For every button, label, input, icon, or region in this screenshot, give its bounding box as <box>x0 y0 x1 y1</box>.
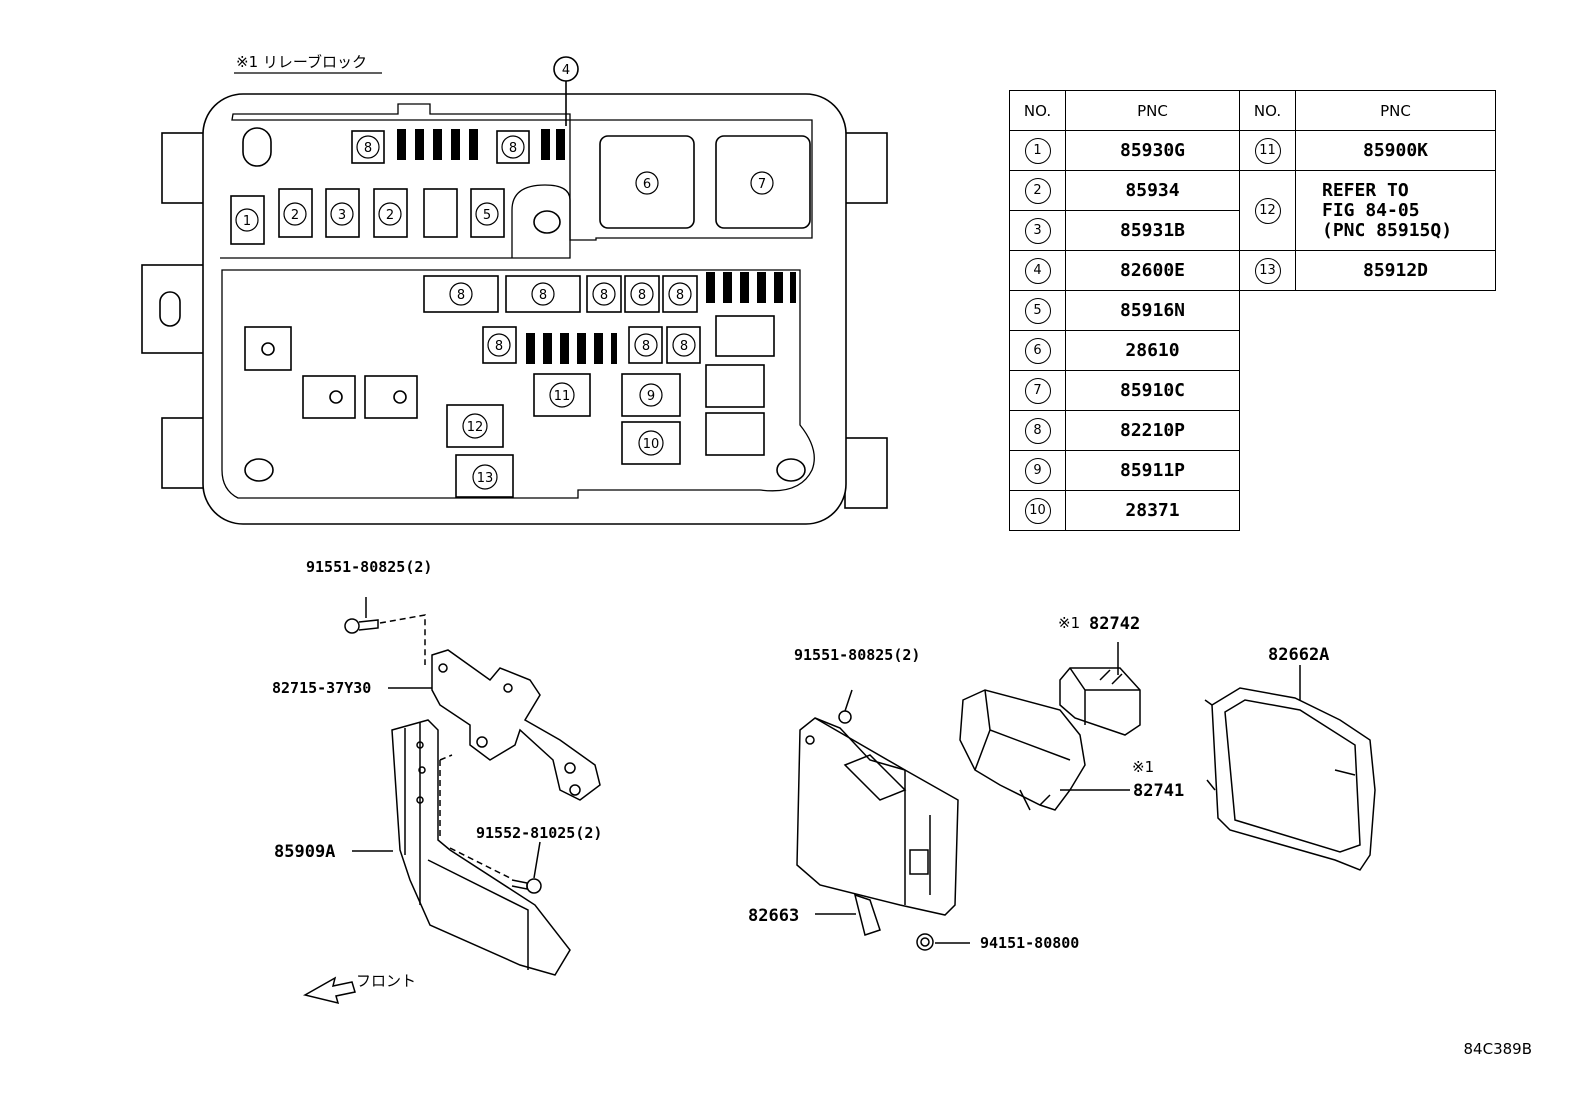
pnc-value: 85900K <box>1295 130 1496 171</box>
cover-label: 82662A <box>1268 645 1329 665</box>
row-number: 9 <box>1024 457 1051 484</box>
mounting-tab <box>161 417 208 489</box>
svg-text:3: 3 <box>338 208 346 223</box>
svg-text:1: 1 <box>243 214 251 229</box>
pnc-reference: REFER TO FIG 84-05 (PNC 85915Q) <box>1295 170 1496 251</box>
header-no: NO. <box>1239 90 1296 131</box>
row-number: 8 <box>1024 417 1051 444</box>
nut-label: 94151-80800 <box>980 934 1079 952</box>
bolt-91551-right-label: 91551-80825(2) <box>794 646 920 664</box>
pnc-value: 82600E <box>1065 250 1240 291</box>
pnc-value: 85930G <box>1065 130 1240 171</box>
svg-text:7: 7 <box>758 177 766 192</box>
svg-text:8: 8 <box>600 288 608 303</box>
relay-block-title: ※1 リレーブロック <box>236 53 367 71</box>
row-number: 4 <box>1024 257 1051 284</box>
pnc-value: 28610 <box>1065 330 1240 371</box>
header-pnc: PNC <box>1295 90 1496 131</box>
bracket-assembly <box>302 597 601 1005</box>
mounting-tab <box>844 132 888 204</box>
svg-text:9: 9 <box>647 389 655 404</box>
ecu-label: 82663 <box>748 906 799 926</box>
row-number: 1 <box>1024 137 1051 164</box>
svg-text:8: 8 <box>457 288 465 303</box>
front-label: フロント <box>356 972 416 990</box>
row-number: 13 <box>1254 257 1281 284</box>
relay-82742-label: 82742 <box>1089 614 1140 634</box>
pnc-value: 82210P <box>1065 410 1240 451</box>
pnc-value: 85911P <box>1065 450 1240 491</box>
svg-text:12: 12 <box>467 420 484 435</box>
relay-block-housing <box>202 93 847 525</box>
row-number: 5 <box>1024 297 1051 324</box>
svg-text:8: 8 <box>642 339 650 354</box>
svg-text:6: 6 <box>643 177 651 192</box>
svg-text:13: 13 <box>477 471 494 486</box>
header-no: NO. <box>1009 90 1066 131</box>
relay-6 <box>599 135 695 229</box>
svg-text:8: 8 <box>539 288 547 303</box>
mounting-tab <box>141 264 208 354</box>
relay-82742 <box>1059 667 1141 736</box>
row-number: 11 <box>1254 137 1281 164</box>
row-number: 6 <box>1024 337 1051 364</box>
pnc-value: 28371 <box>1065 490 1240 531</box>
callout-4-label: 4 <box>562 63 570 78</box>
pnc-value: 85931B <box>1065 210 1240 251</box>
row-number: 12 <box>1254 197 1281 224</box>
header-pnc: PNC <box>1065 90 1240 131</box>
svg-text:10: 10 <box>643 437 660 452</box>
figure-code: 84C389B <box>1463 1040 1532 1058</box>
row-number: 3 <box>1024 217 1051 244</box>
svg-text:11: 11 <box>554 389 571 404</box>
svg-text:8: 8 <box>364 141 372 156</box>
fuse-row <box>397 129 796 364</box>
cover-82662a <box>1204 687 1376 871</box>
row-number: 10 <box>1024 497 1051 524</box>
bracket-lower-label: 85909A <box>274 842 335 862</box>
relay-82742-mark: ※1 <box>1058 614 1080 632</box>
svg-text:2: 2 <box>386 208 394 223</box>
relay-82741 <box>959 689 1086 811</box>
svg-text:8: 8 <box>680 339 688 354</box>
svg-text:5: 5 <box>483 208 491 223</box>
bolt-91552-label: 91552-81025(2) <box>476 824 602 842</box>
pnc-table: NO. PNC NO. PNC 1 85930G 11 85900K 2 859… <box>1009 90 1496 531</box>
pnc-value: 85910C <box>1065 370 1240 411</box>
relay-82741-mark: ※1 <box>1132 758 1154 776</box>
row-number: 2 <box>1024 177 1051 204</box>
svg-text:8: 8 <box>638 288 646 303</box>
mounting-tab <box>844 437 888 509</box>
svg-text:8: 8 <box>676 288 684 303</box>
row-number: 7 <box>1024 377 1051 404</box>
relay-7 <box>715 135 811 229</box>
ecu-82663 <box>796 717 959 936</box>
svg-text:8: 8 <box>509 141 517 156</box>
svg-text:2: 2 <box>291 208 299 223</box>
relay-82741-label: 82741 <box>1133 781 1184 801</box>
pnc-value: 85916N <box>1065 290 1240 331</box>
bracket-upper-label: 82715-37Y30 <box>272 679 371 697</box>
bolt-91551-left-label: 91551-80825(2) <box>306 558 432 576</box>
pnc-value: 85934 <box>1065 170 1240 211</box>
pnc-value: 85912D <box>1295 250 1496 291</box>
svg-text:8: 8 <box>495 339 503 354</box>
mounting-tab <box>161 132 208 204</box>
